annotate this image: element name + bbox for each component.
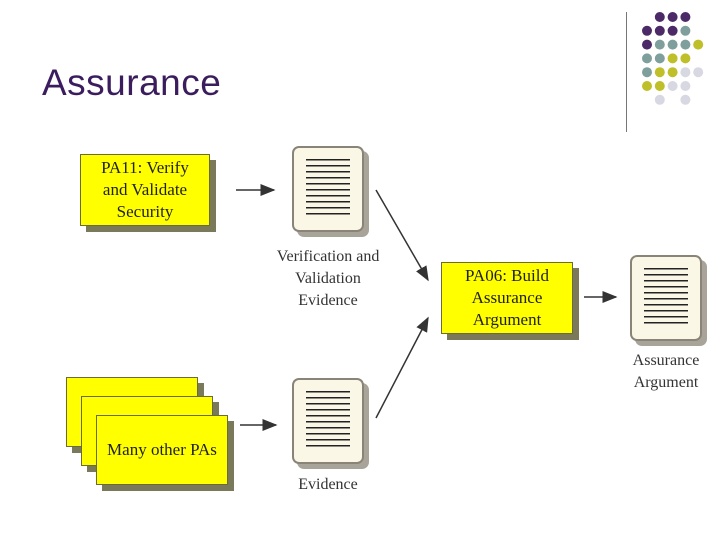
decorative-dot bbox=[680, 12, 691, 22]
decorative-dot bbox=[667, 81, 678, 91]
pa06-box-label: PA06: Build Assurance Argument bbox=[465, 266, 549, 329]
vv-evidence-document bbox=[292, 146, 364, 232]
decorative-dot bbox=[667, 67, 678, 78]
slide-title: Assurance bbox=[42, 62, 222, 103]
vv-evidence-label: Verification and Validation Evidence bbox=[276, 248, 380, 309]
other-pas-label: Many other PAs bbox=[107, 440, 217, 459]
decorative-dot bbox=[654, 12, 665, 22]
decorative-dot bbox=[642, 81, 652, 91]
decorative-dot bbox=[667, 12, 678, 22]
evidence-document bbox=[292, 378, 364, 464]
decorative-dot bbox=[693, 67, 704, 78]
pa06-box: PA06: Build Assurance Argument bbox=[441, 262, 573, 334]
decorative-dot bbox=[642, 67, 652, 78]
decorative-dot-grid bbox=[642, 12, 704, 105]
pa11-box-label: PA11: Verify and Validate Security bbox=[101, 158, 189, 221]
decorative-dot bbox=[680, 67, 691, 78]
decorative-dot bbox=[654, 81, 665, 91]
decorative-dot bbox=[680, 25, 691, 36]
decorative-dot bbox=[693, 39, 704, 50]
document-lines bbox=[306, 391, 350, 451]
decorative-dot bbox=[654, 53, 665, 64]
decorative-dot bbox=[654, 39, 665, 50]
decorative-dot bbox=[680, 94, 691, 105]
other-pas-box: Many other PAs bbox=[96, 415, 228, 485]
decorative-dot bbox=[680, 39, 691, 50]
decorative-dot bbox=[642, 39, 652, 50]
evidence-label: Evidence bbox=[298, 476, 358, 493]
decorative-dot bbox=[667, 53, 678, 64]
decorative-dot bbox=[667, 39, 678, 50]
pa11-box: PA11: Verify and Validate Security bbox=[80, 154, 210, 226]
arrow-evidence-to-pa06 bbox=[375, 316, 429, 419]
assurance-argument-label: Assurance Argument bbox=[632, 352, 700, 391]
decorative-dot bbox=[654, 67, 665, 78]
decorative-dot bbox=[680, 81, 691, 91]
decorative-dot bbox=[654, 94, 665, 105]
decorative-dot bbox=[642, 25, 652, 36]
document-lines bbox=[644, 268, 688, 328]
assurance-argument-document bbox=[630, 255, 702, 341]
decorative-dot bbox=[667, 25, 678, 36]
decorative-dot bbox=[642, 53, 652, 64]
decorative-divider bbox=[626, 12, 627, 132]
decorative-dot bbox=[680, 53, 691, 64]
document-lines bbox=[306, 159, 350, 219]
decorative-dot bbox=[654, 25, 665, 36]
